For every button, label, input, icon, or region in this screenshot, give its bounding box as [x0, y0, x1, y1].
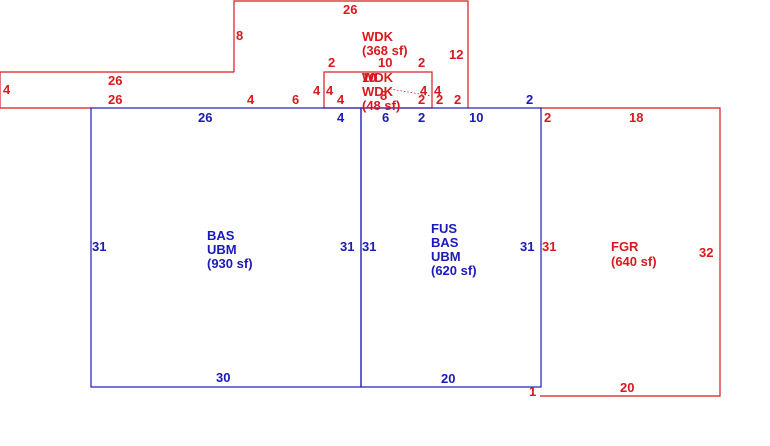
bas-label-2: UBM: [207, 242, 237, 257]
dim-deck-left-top: 26: [108, 73, 122, 88]
dim-fus-corner-2: 2: [526, 92, 533, 107]
dim-bas-bottom: 30: [216, 370, 230, 385]
dim-deck-left-bottom: 26: [108, 92, 122, 107]
dim-fus-top-10: 10: [469, 110, 483, 125]
dim-fgr-bottom: 20: [620, 380, 634, 395]
dim-fgr-top-2: 2: [544, 110, 551, 125]
dim-small-8: 8: [380, 88, 387, 103]
fus-label-3: UBM: [431, 249, 461, 264]
dim-deck-6: 6: [292, 92, 299, 107]
dim-deck-4a: 4: [247, 92, 255, 107]
dim-bas-top-right: 4: [337, 110, 345, 125]
dim-fus-bottom: 20: [441, 371, 455, 386]
fus-label-1: FUS: [431, 221, 457, 236]
wdk-small-label-3: (48 sf): [362, 98, 400, 113]
wdk-upper-label-1: WDK: [362, 29, 394, 44]
dim-deck-2a: 2: [418, 92, 425, 107]
fus-label-4: (620 sf): [431, 263, 477, 278]
dim-bas-right: 31: [340, 239, 354, 254]
fgr-label-1: FGR: [611, 239, 639, 254]
bas-label-1: BAS: [207, 228, 235, 243]
dim-wdk-inner-10: 10: [378, 55, 392, 70]
dim-deck-4f: 4: [434, 83, 442, 98]
bas-label-3: (930 sf): [207, 256, 253, 271]
deck-left-outline: [0, 71, 234, 109]
dim-deck-4c: 4: [326, 83, 334, 98]
fus-label-2: BAS: [431, 235, 459, 250]
dim-fgr-left: 31: [542, 239, 556, 254]
wdk-small-diagonal: [389, 88, 433, 97]
dim-fgr-right: 32: [699, 245, 713, 260]
dim-deck-4e: 4: [420, 83, 428, 98]
dim-wdk-inner-2a: 2: [328, 55, 335, 70]
wdk-upper-outline: [233, 0, 469, 108]
dim-fgr-top: 18: [629, 110, 643, 125]
fus-outline: [360, 107, 542, 388]
dim-bas-top: 26: [198, 110, 212, 125]
dim-fgr-corner-1: 1: [529, 384, 536, 399]
fgr-label-2: (640 sf): [611, 254, 657, 269]
dim-fus-top-2: 2: [418, 110, 425, 125]
wdk-upper-label-2: (368 sf): [362, 43, 408, 58]
dim-fus-top-6: 6: [382, 110, 389, 125]
dim-small-10: 10: [362, 70, 376, 85]
dim-deck-2b: 2: [436, 92, 443, 107]
dim-wdk-top: 26: [343, 2, 357, 17]
dim-fus-left: 31: [362, 239, 376, 254]
fgr-outline: [540, 107, 721, 397]
dim-deck-left-side: 4: [3, 82, 11, 97]
dim-deck-2c: 2: [454, 92, 461, 107]
dim-deck-4d: 4: [337, 92, 345, 107]
dim-fus-right: 31: [520, 239, 534, 254]
dim-bas-left: 31: [92, 239, 106, 254]
wdk-small-label-2: WDK: [362, 84, 394, 99]
dim-wdk-inner-2b: 2: [418, 55, 425, 70]
dim-wdk-right: 12: [449, 47, 463, 62]
dim-deck-4b: 4: [313, 83, 321, 98]
wdk-small-label-1: WDK: [362, 70, 394, 85]
dim-wdk-left: 8: [236, 28, 243, 43]
